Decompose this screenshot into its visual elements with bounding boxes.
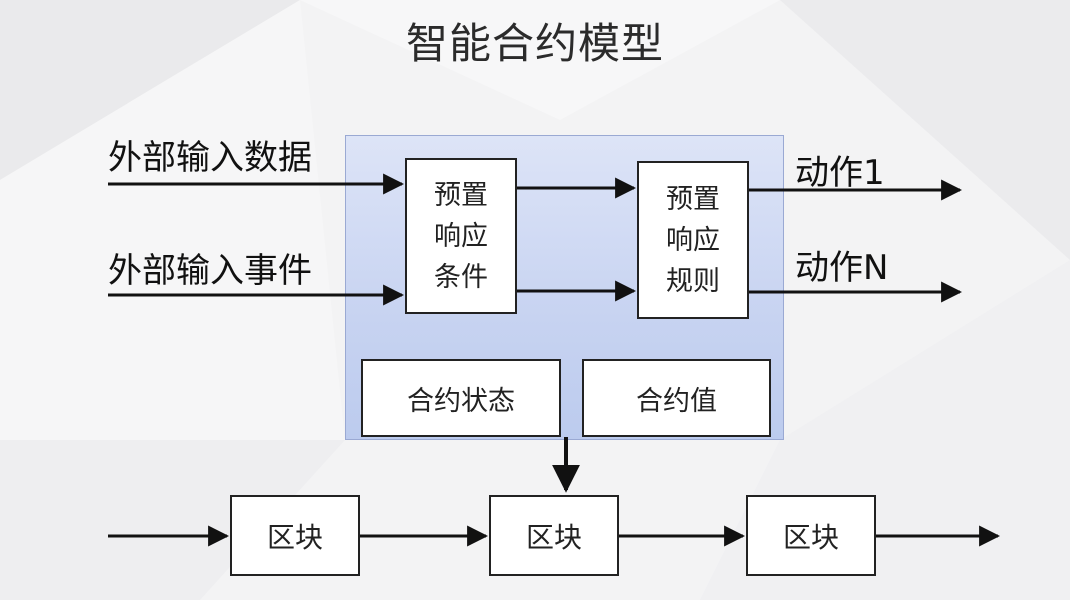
action-1-label: 动作1 [795,153,885,193]
block-label-2: 区块 [525,520,582,554]
preset-response-condition-label: 预置 响应 条件 [434,179,488,293]
block-label-1: 区块 [266,520,323,554]
contract-value-box: 合约值 [582,359,771,437]
preset-response-rule-label: 预置 响应 规则 [666,183,720,297]
contract-value-label: 合约值 [636,385,717,417]
preset-response-rule-box: 预置 响应 规则 [637,161,749,319]
diagram-title: 智能合约模型 [405,19,664,68]
block-box-2: 区块 [489,495,619,576]
block-label-3: 区块 [782,520,839,554]
action-n-label: 动作N [795,248,889,288]
block-box-1: 区块 [230,495,360,576]
block-box-3: 区块 [746,495,876,576]
contract-state-box: 合约状态 [361,359,561,437]
input-event-label: 外部输入事件 [108,251,312,291]
preset-response-condition-box: 预置 响应 条件 [405,158,517,314]
input-data-label: 外部输入数据 [108,138,312,178]
contract-state-label: 合约状态 [407,385,515,417]
